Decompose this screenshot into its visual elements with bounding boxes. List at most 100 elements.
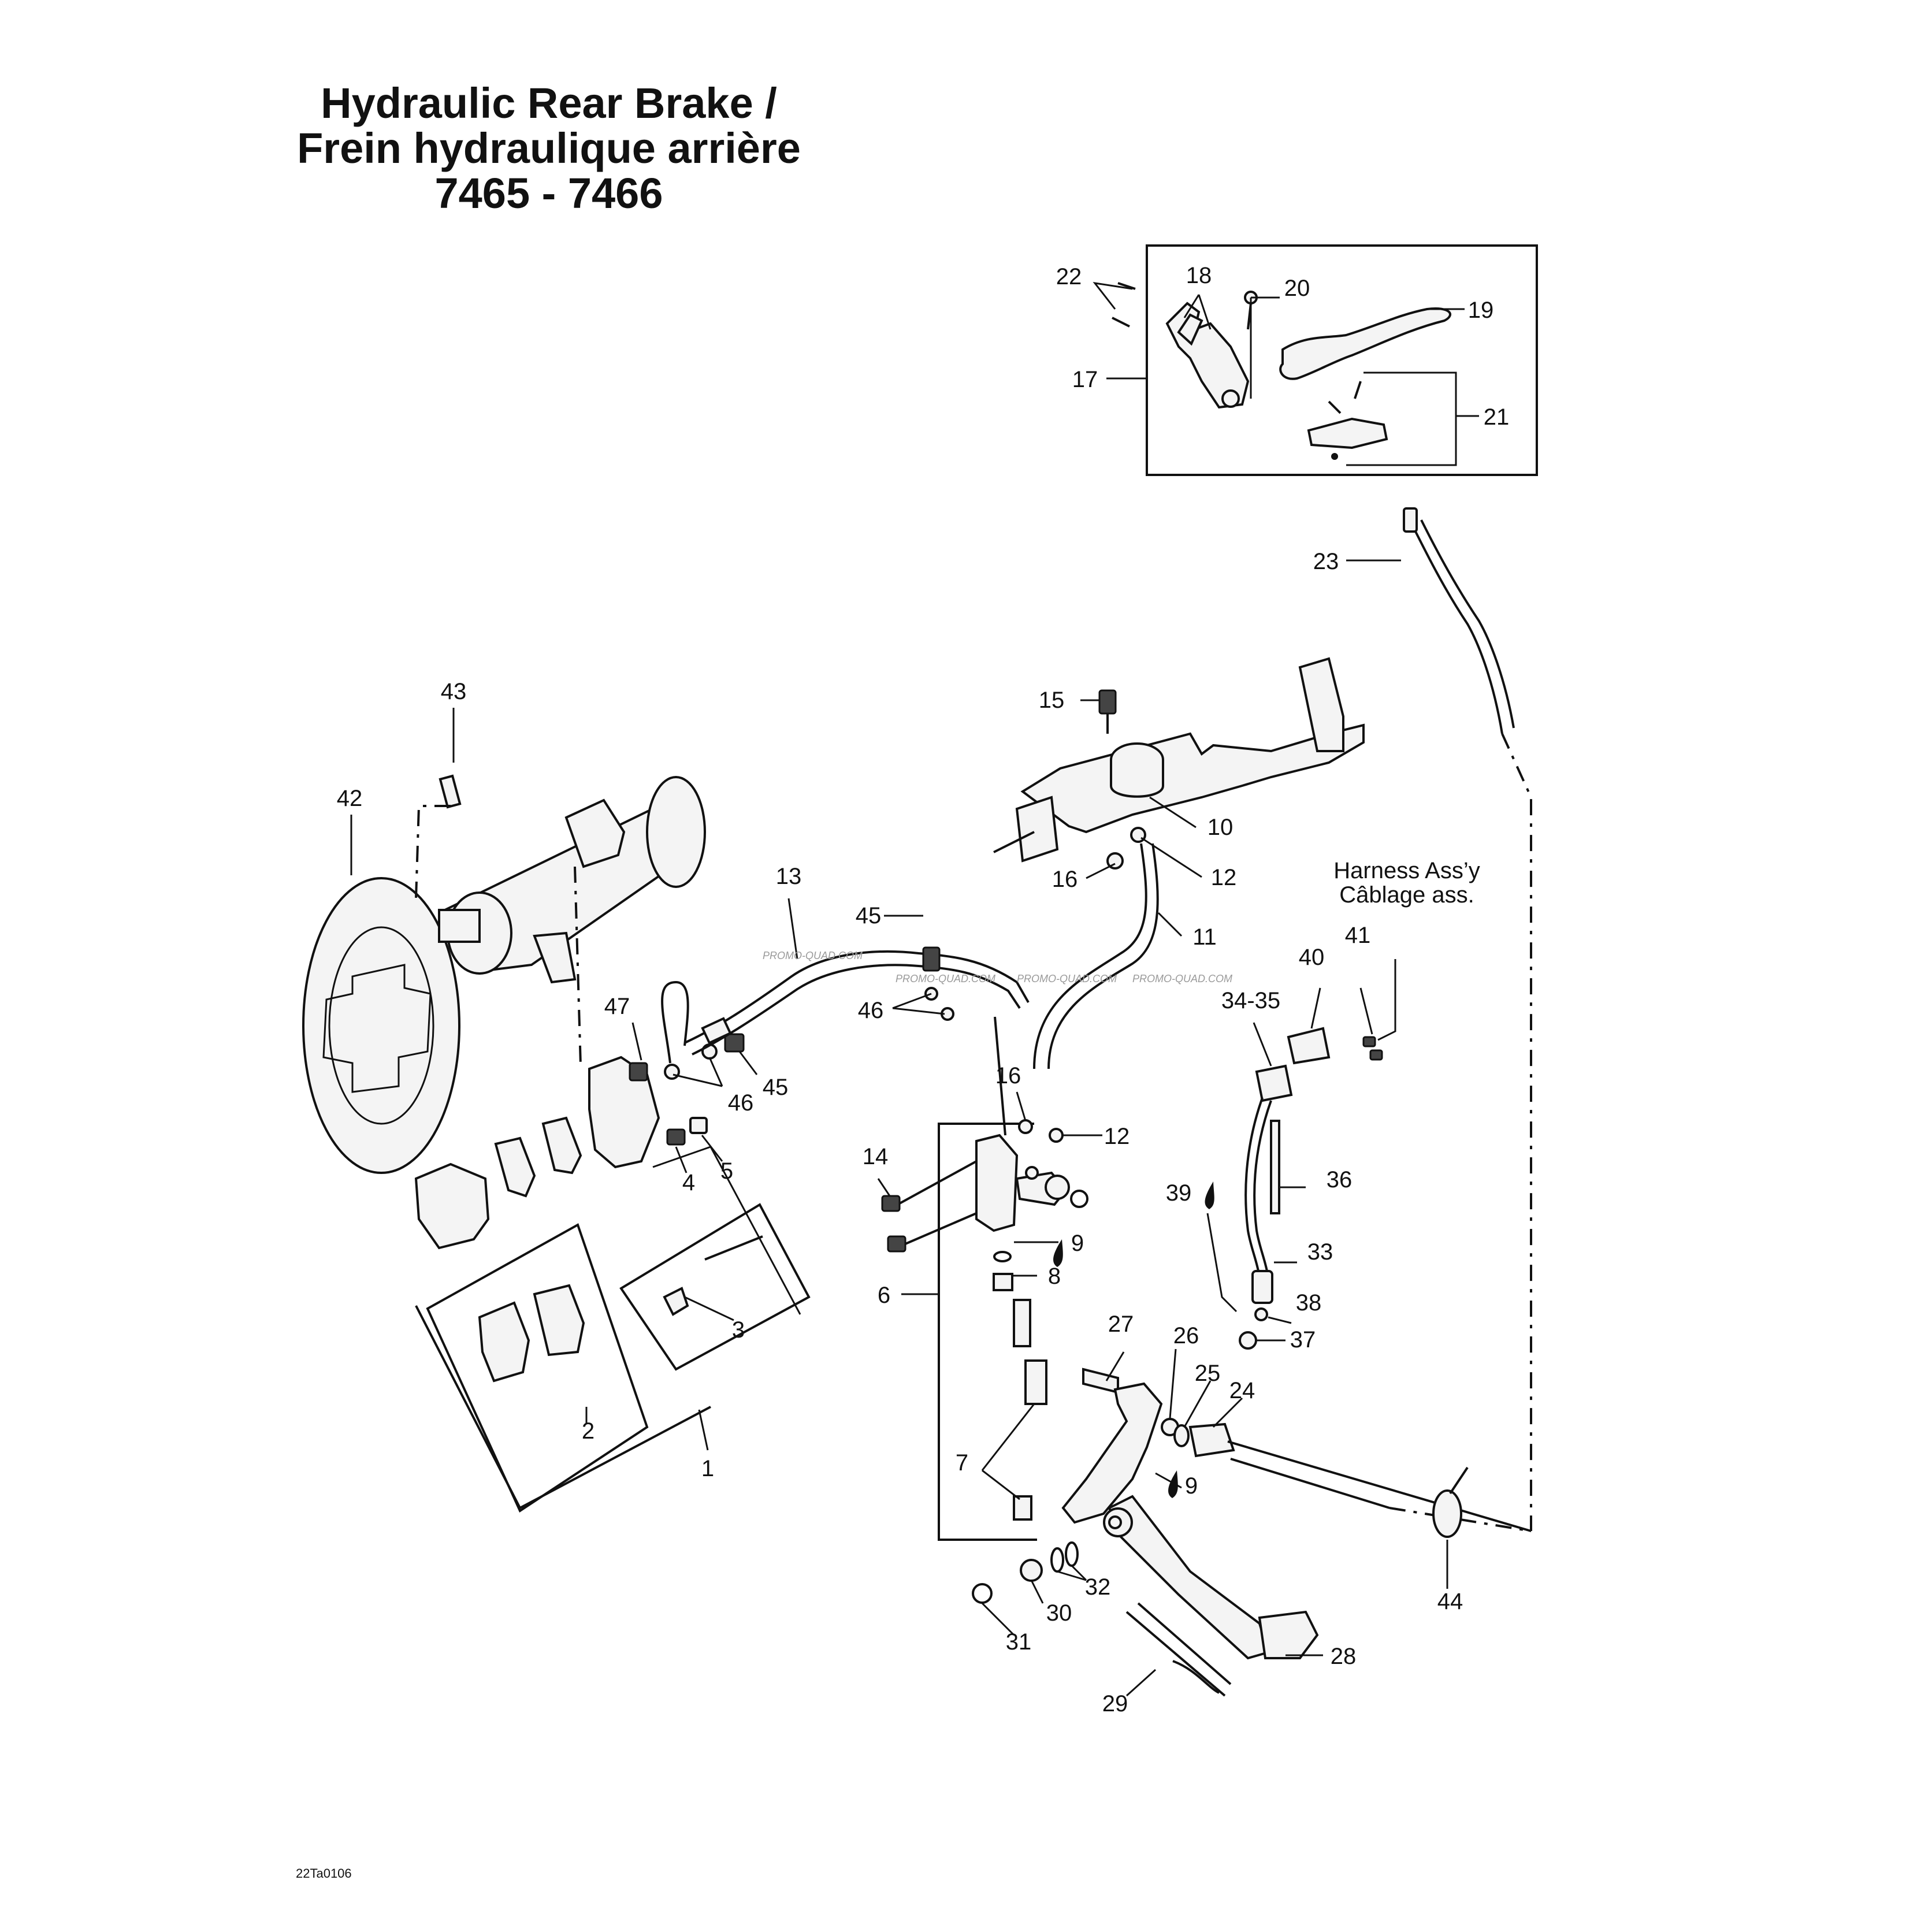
- pad-b-part: [541, 1116, 582, 1175]
- callout-32: 32: [1085, 1574, 1111, 1600]
- callout-14: 14: [863, 1144, 889, 1169]
- pin-kit-part: [704, 1235, 763, 1261]
- callout-5: 5: [720, 1158, 733, 1184]
- leader-3: [684, 1296, 734, 1321]
- washer-32b-part: [1065, 1541, 1079, 1567]
- leader-13: [787, 898, 798, 960]
- callout-10: 10: [1208, 815, 1233, 840]
- connector-34-35-part: [1255, 1064, 1293, 1102]
- clip-kit-part: [663, 1287, 689, 1316]
- callout-34-35: 34-35: [1221, 988, 1280, 1013]
- axle-mount-tab-part: [533, 931, 577, 984]
- kit-box-3: [619, 1203, 811, 1371]
- leader-11: [1157, 912, 1183, 937]
- grease-drop-9a-icon: [1053, 1239, 1063, 1267]
- leader-32a: [1057, 1570, 1087, 1581]
- screw-22b-part: [1112, 317, 1130, 328]
- brake-line-group: [684, 898, 1030, 1056]
- bolt-47-part: [629, 1062, 648, 1082]
- callout-1: 1: [701, 1456, 714, 1481]
- pedal-pivot-part: [1103, 1507, 1133, 1537]
- washer-c-part: [1025, 1166, 1039, 1180]
- leader-32b: [1071, 1565, 1087, 1581]
- brake-disc-part: [302, 877, 460, 1174]
- lock-ball-part: [1331, 453, 1338, 460]
- callout-40: 40: [1299, 945, 1325, 970]
- leader-14: [877, 1178, 891, 1197]
- axle-stub-part: [438, 909, 481, 943]
- callout-20: 20: [1284, 276, 1310, 301]
- switch-wire-b: [1253, 1100, 1272, 1277]
- cable-23-part: [1409, 519, 1503, 734]
- callout-36: 36: [1327, 1167, 1353, 1192]
- callout-46b: 46: [728, 1090, 754, 1116]
- callout-12b: 12: [1104, 1124, 1130, 1149]
- spring-29-body: [1125, 1611, 1226, 1697]
- callout-25: 25: [1195, 1361, 1221, 1386]
- grease-drop-9b-icon: [1168, 1470, 1178, 1498]
- brake-rod-part: [1227, 1440, 1532, 1532]
- bolt-14a-axis: [899, 1160, 977, 1205]
- cap-5-part: [689, 1117, 708, 1134]
- leader-16b: [1016, 1091, 1027, 1121]
- bracket-clamp-part: [1177, 313, 1203, 346]
- callout-9a: 9: [1071, 1231, 1084, 1256]
- leader-46b: [708, 1057, 723, 1087]
- clevis-7b-part: [1013, 1495, 1032, 1521]
- bleeder-4-part: [666, 1128, 686, 1146]
- title-line-english: Hydraulic Rear Brake /: [321, 79, 777, 127]
- leader-16a: [1086, 863, 1116, 879]
- callout-44: 44: [1437, 1589, 1463, 1614]
- callout-24: 24: [1229, 1378, 1255, 1403]
- rear-axle-group: [302, 708, 706, 1174]
- callout-28: 28: [1331, 1644, 1357, 1669]
- hand-lever-inset: [1093, 244, 1538, 476]
- leader-18a: [1183, 294, 1200, 318]
- washer-30-part: [1020, 1559, 1043, 1582]
- nut-37-part: [1239, 1331, 1257, 1350]
- leader-22: [1093, 281, 1133, 310]
- callout-3: 3: [732, 1317, 745, 1343]
- reservoir-hose-11-outline: [1047, 843, 1159, 1069]
- leader-29: [1125, 1669, 1157, 1697]
- watermark-3: PROMO-QUAD.COM: [1017, 973, 1117, 984]
- leader-39: [1206, 1213, 1238, 1313]
- brake-pedal-frame-part: [1020, 723, 1365, 834]
- leader-10: [1149, 796, 1197, 828]
- leader-45a: [738, 1051, 758, 1075]
- callout-13: 13: [776, 864, 802, 889]
- brake-switch-group: [1053, 959, 1396, 1498]
- kit-box-1-outline: [415, 1305, 711, 1510]
- washer-25-part: [1173, 1424, 1190, 1447]
- leader-40: [1310, 987, 1321, 1029]
- inset-frame: [1146, 244, 1538, 476]
- leader-21: [1346, 371, 1457, 466]
- pad-kit-right-part: [533, 1284, 585, 1357]
- watermark-4: PROMO-QUAD.COM: [1132, 973, 1232, 984]
- callout-8: 8: [1048, 1264, 1061, 1289]
- leader-46a: [673, 1073, 723, 1087]
- callout-37: 37: [1290, 1327, 1316, 1353]
- switch-wire-part: [1244, 1097, 1264, 1277]
- watermark-1: PROMO-QUAD.COM: [763, 950, 863, 961]
- clevis-7a-part: [1024, 1359, 1047, 1405]
- cylinder-port-part: [1045, 1175, 1070, 1200]
- spring-24-part: [1188, 1422, 1235, 1458]
- leader-7a: [981, 1403, 1035, 1471]
- reservoir-body-part: [1110, 760, 1164, 798]
- sleeve-36-part: [1270, 1120, 1280, 1214]
- caliper-hose-loop: [661, 980, 689, 1064]
- brake-lever-part: [1279, 307, 1451, 380]
- leader-25: [1183, 1380, 1212, 1428]
- parking-lock-part: [1307, 417, 1388, 449]
- terminal-41b-part: [1369, 1049, 1383, 1061]
- callout-7: 7: [956, 1450, 968, 1476]
- leader-38: [1268, 1316, 1292, 1324]
- leader-27: [1105, 1351, 1125, 1381]
- bolt-14b-part: [887, 1235, 906, 1253]
- frame-bracket-part: [1015, 796, 1059, 863]
- callout-45b: 45: [763, 1075, 789, 1100]
- master-cylinder-bracket-6: [938, 1123, 1037, 1541]
- pushrod-axis-line: [994, 1016, 1006, 1136]
- brake-line-13-outline: [692, 964, 1021, 1056]
